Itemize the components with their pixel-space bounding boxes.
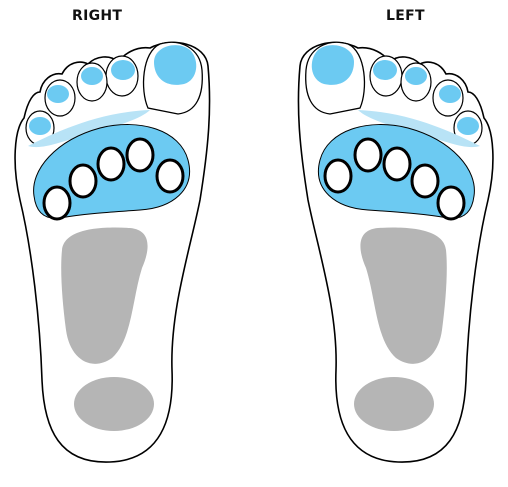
left-foot [298,42,493,462]
right-foot [15,42,210,462]
